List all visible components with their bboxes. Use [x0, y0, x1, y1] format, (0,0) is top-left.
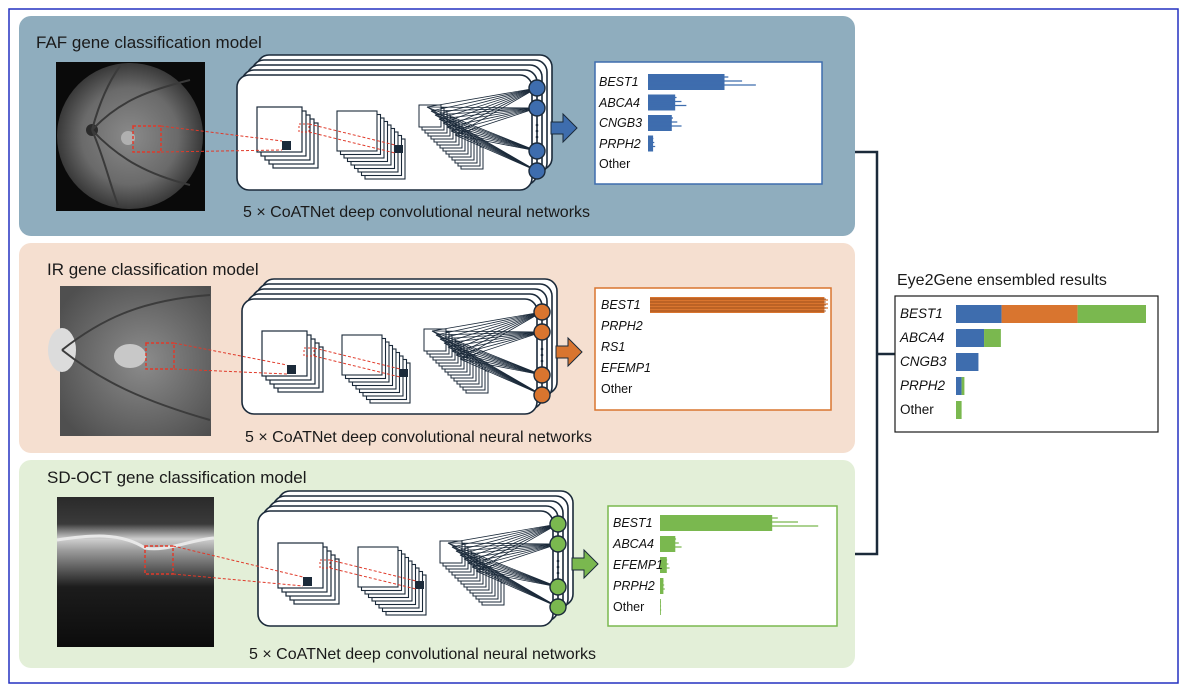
faf-score-bar	[648, 135, 654, 152]
ellipsis-dot	[535, 129, 539, 133]
oct-gene-label: EFEMP1	[613, 558, 664, 572]
ir-gene-label: Other	[601, 382, 633, 396]
ellipsis-dot	[535, 123, 539, 127]
ensemble-gene-label: Other	[900, 402, 934, 417]
ensemble-gene-label: PRPH2	[900, 378, 946, 393]
output-node	[533, 366, 551, 384]
ir-gene-label: RS1	[601, 340, 626, 354]
oct-score-bar	[660, 536, 676, 552]
ellipsis-dot	[540, 347, 544, 351]
ellipsis-dot	[556, 571, 560, 575]
oct-image	[56, 497, 215, 647]
outer-frame	[8, 8, 1179, 684]
faf-score-bar	[648, 115, 672, 131]
ensemble-stack-segment	[961, 377, 965, 395]
oct-gene-label: PRPH2	[613, 579, 655, 593]
ellipsis-dot	[535, 135, 539, 139]
feature-map	[336, 110, 378, 152]
faf-gene-label: CNGB3	[599, 116, 643, 130]
output-node	[533, 303, 551, 321]
ensemble-results-bars	[956, 305, 1146, 419]
feature-patch	[416, 581, 424, 589]
output-node	[549, 515, 567, 533]
output-node	[549, 598, 567, 616]
faf-gene-label: ABCA4	[599, 95, 640, 110]
oct-score-bar	[660, 578, 664, 594]
ensemble-bracket	[855, 150, 895, 556]
feature-patch	[282, 141, 291, 150]
output-node	[549, 535, 567, 553]
faf-gene-label: Other	[599, 157, 631, 171]
faf-panel-footer: 5 × CoATNet deep convolutional neural ne…	[243, 204, 591, 221]
output-node	[528, 142, 546, 160]
output-arrow	[571, 548, 599, 580]
oct-score-bar	[660, 515, 773, 531]
output-node	[549, 578, 567, 596]
feature-patch	[400, 369, 408, 377]
feature-patch	[287, 365, 296, 374]
oct-gene-label: ABCA4	[613, 537, 654, 551]
ellipsis-dot	[556, 559, 560, 563]
ensemble-stack-segment	[956, 353, 979, 371]
ensemble-title: Eye2Gene ensembled results	[897, 272, 1107, 289]
faf-score-bar	[648, 74, 725, 90]
oct-panel-footer: 5 × CoATNet deep convolutional neural ne…	[249, 646, 597, 663]
feature-map	[357, 546, 399, 588]
output-node	[528, 79, 546, 97]
ensemble-stack-segment	[956, 401, 962, 419]
ir-results-bars	[650, 297, 828, 313]
ir-gene-label: BEST1	[601, 298, 641, 312]
oct-score-bar	[660, 599, 661, 615]
feature-map	[261, 330, 308, 377]
output-node	[533, 386, 551, 404]
ensemble-gene-label: BEST1	[900, 306, 943, 321]
faf-gene-label: BEST1	[599, 75, 639, 89]
output-node	[528, 162, 546, 180]
ir-panel-footer: 5 × CoATNet deep convolutional neural ne…	[245, 429, 593, 446]
oct-results-bars	[660, 515, 819, 615]
feature-map	[277, 542, 324, 589]
oct-score-bar	[660, 557, 667, 573]
ensemble-stack-segment	[1001, 305, 1078, 323]
oct-gene-label: BEST1	[613, 516, 653, 530]
ensemble-stack-segment	[1077, 305, 1146, 323]
output-arrow	[550, 112, 578, 144]
oct-network-diagram	[172, 490, 599, 627]
oct-gene-label: Other	[613, 600, 645, 614]
faf-panel-title: FAF gene classification model	[36, 33, 262, 52]
ensemble-stack-segment	[956, 377, 962, 395]
ensemble-gene-label: CNGB3	[900, 354, 947, 369]
ensemble-gene-label: ABCA4	[900, 330, 945, 345]
feature-map	[256, 106, 303, 153]
faf-gene-label: PRPH2	[599, 136, 641, 151]
faf-fundus-image	[56, 62, 205, 211]
output-node	[528, 99, 546, 117]
faf-score-bar	[648, 94, 676, 111]
faf-results-bars	[648, 74, 756, 152]
ellipsis-dot	[556, 565, 560, 569]
ensemble-stack-segment	[984, 329, 1001, 347]
ensemble-stack-segment	[956, 305, 1002, 323]
output-arrow	[555, 336, 583, 368]
output-node	[533, 323, 551, 341]
ir-gene-label: PRPH2	[601, 319, 643, 333]
oct-panel-title: SD-OCT gene classification model	[47, 468, 307, 487]
ir-image	[48, 286, 211, 436]
ir-gene-label: EFEMP1	[601, 361, 652, 375]
feature-patch	[303, 577, 312, 586]
feature-map	[341, 334, 383, 376]
ellipsis-dot	[540, 353, 544, 357]
faf-network-diagram	[160, 54, 578, 191]
ellipsis-dot	[540, 359, 544, 363]
ir-network-diagram	[173, 278, 583, 415]
ir-panel-title: IR gene classification model	[47, 260, 259, 279]
ensemble-stack-segment	[956, 329, 985, 347]
faf-results-box	[594, 61, 823, 185]
feature-patch	[395, 145, 403, 153]
